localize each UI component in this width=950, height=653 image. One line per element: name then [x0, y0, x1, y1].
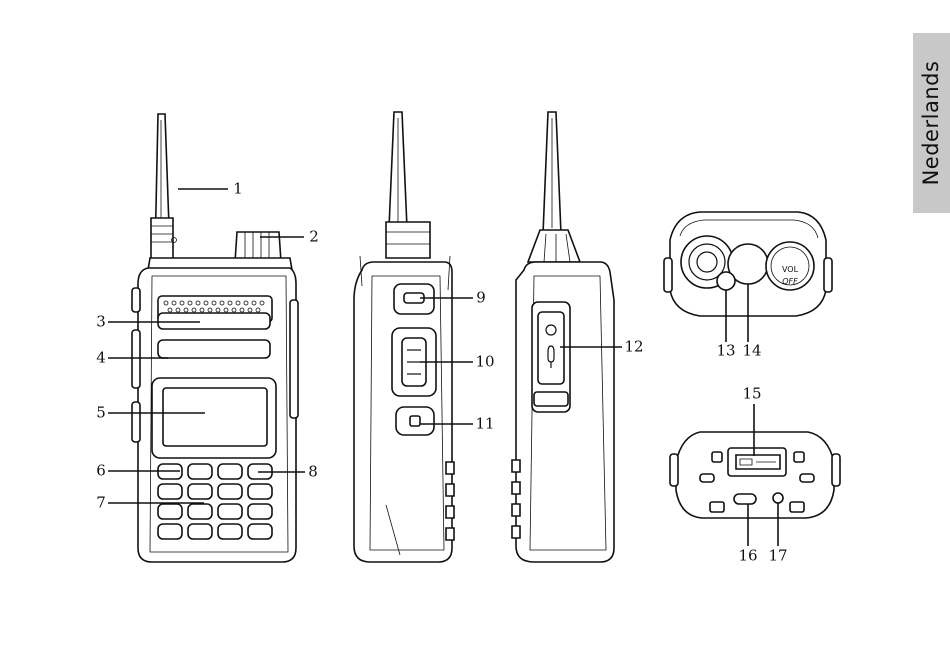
display-screen	[163, 388, 267, 446]
off-label: OFF	[782, 277, 798, 286]
callout-15: 15	[742, 387, 761, 402]
callout-11: 11	[475, 417, 494, 432]
speaker-slot-bottom	[158, 340, 270, 358]
led-indicator	[717, 272, 735, 290]
usb-port	[734, 494, 756, 504]
headset-jack	[773, 493, 783, 503]
antenna-base-front	[151, 218, 173, 260]
right-side-view	[512, 112, 622, 562]
callout-10: 10	[475, 355, 494, 370]
callout-14: 14	[742, 344, 761, 359]
callout-9: 9	[476, 291, 486, 306]
speaker-slot-top	[158, 313, 270, 329]
vol-label: VOL	[782, 265, 799, 274]
callout-3: 3	[96, 315, 106, 330]
callout-4: 4	[96, 351, 106, 366]
callout-7: 7	[96, 496, 106, 511]
left-side-view	[354, 112, 473, 562]
callout-8: 8	[308, 465, 318, 480]
callout-2: 2	[309, 230, 319, 245]
top-view: VOL OFF	[664, 212, 832, 342]
callout-16: 16	[738, 549, 757, 564]
front-view	[108, 114, 305, 562]
callout-12: 12	[624, 340, 643, 355]
callout-6: 6	[96, 464, 106, 479]
bottom-view	[670, 404, 840, 546]
callout-5: 5	[96, 406, 106, 421]
callout-1: 1	[233, 182, 243, 197]
callout-17: 17	[768, 549, 787, 564]
callout-13: 13	[716, 344, 735, 359]
